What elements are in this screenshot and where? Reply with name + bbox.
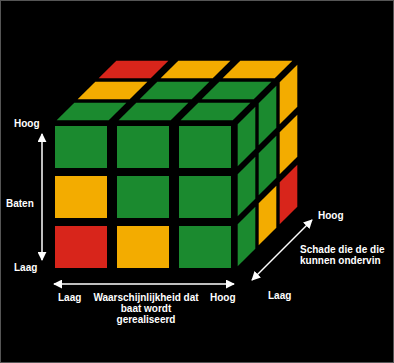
cube-sticker [78, 82, 148, 100]
cube [55, 61, 297, 268]
cube-sticker [238, 157, 256, 217]
cube-sticker [55, 126, 107, 168]
cube-sticker [119, 103, 189, 121]
cube-sticker [202, 82, 272, 100]
cube-sticker [179, 176, 231, 218]
axis-arrow [54, 283, 234, 285]
axis-title: Waarschijnlijkheid dat baat wordt gereal… [92, 292, 200, 325]
cube-sticker [280, 165, 298, 225]
axis-title: Baten [6, 198, 34, 209]
cube-sticker [259, 186, 277, 246]
cube-sticker [57, 103, 127, 121]
cube-sticker [259, 136, 277, 196]
axis-label: Hoog [14, 118, 40, 129]
axis-label: Laag [58, 292, 81, 303]
axis-label: Hoog [210, 292, 236, 303]
axis-label: Laag [268, 290, 291, 301]
cube-sticker [181, 103, 251, 121]
cube-sticker [55, 176, 107, 218]
cube-sticker [161, 61, 231, 79]
cube-sticker [238, 107, 256, 167]
cube-sticker [140, 82, 210, 100]
cube-sticker [99, 61, 169, 79]
cube-sticker [55, 226, 107, 268]
axis-label: Hoog [318, 210, 344, 221]
axis-label: Laag [14, 262, 37, 273]
cube-sticker [117, 126, 169, 168]
cube-sticker [179, 126, 231, 168]
cube-sticker [117, 176, 169, 218]
cube-sticker [223, 61, 293, 79]
axis-arrow [41, 134, 43, 260]
cube-sticker [280, 65, 298, 125]
cube-sticker [179, 226, 231, 268]
cube-sticker [238, 207, 256, 267]
cube-sticker [117, 226, 169, 268]
cube-sticker [280, 115, 298, 175]
cube-sticker [259, 86, 277, 146]
axis-title: Schade die de die kunnen ondervin [300, 244, 388, 266]
